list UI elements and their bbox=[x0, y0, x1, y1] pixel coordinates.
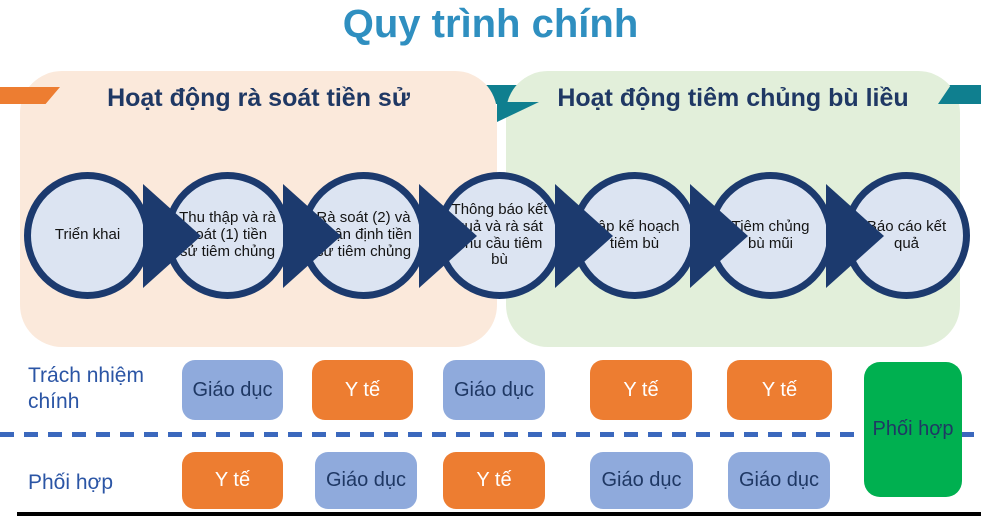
process-step-6-label: Tiêm chủng bù mũi bbox=[731, 217, 810, 252]
process-step-5-label: Lập kế hoạch tiêm bù bbox=[589, 217, 680, 252]
badge-health: Y tế bbox=[727, 360, 832, 420]
slide-bottom-border bbox=[17, 512, 981, 516]
process-step-4-label: Thông báo kết quả và rà sát nhu cầu tiêm… bbox=[451, 200, 548, 269]
badge-joint-coordination: Phối hợp bbox=[864, 362, 962, 497]
badge-education: Giáo dục bbox=[590, 452, 693, 509]
process-step-1: Triển khai bbox=[24, 172, 151, 299]
teal-ribbon-right-cap bbox=[938, 85, 981, 104]
orange-ribbon-segment bbox=[0, 87, 60, 104]
row-label-support: Phối hợp bbox=[28, 471, 113, 494]
badge-health: Y tế bbox=[312, 360, 413, 420]
process-step-1-label: Triển khai bbox=[54, 226, 121, 244]
process-step-7-label: Báo cáo kết quả bbox=[866, 217, 947, 252]
badge-education: Giáo dục bbox=[315, 452, 417, 509]
process-step-3-label: Rà soát (2) và Nhận định tiền sử tiêm ch… bbox=[315, 209, 412, 260]
badge-education: Giáo dục bbox=[443, 360, 545, 420]
section-header-catchup: Hoạt động tiêm chủng bù liều bbox=[557, 84, 909, 112]
badge-health: Y tế bbox=[443, 452, 545, 509]
section-header-review: Hoạt động rà soát tiền sử bbox=[107, 84, 410, 112]
page-title: Quy trình chính bbox=[342, 2, 639, 46]
badge-education: Giáo dục bbox=[728, 452, 830, 509]
process-step-2-label: Thu thập và rà soát (1) tiền sử tiêm chủ… bbox=[179, 209, 276, 260]
row-label-primary-responsibility: Trách nhiệm chính bbox=[28, 364, 144, 413]
badge-education: Giáo dục bbox=[182, 360, 283, 420]
badge-health: Y tế bbox=[182, 452, 283, 509]
dashed-divider-line bbox=[0, 432, 981, 437]
badge-health: Y tế bbox=[590, 360, 692, 420]
